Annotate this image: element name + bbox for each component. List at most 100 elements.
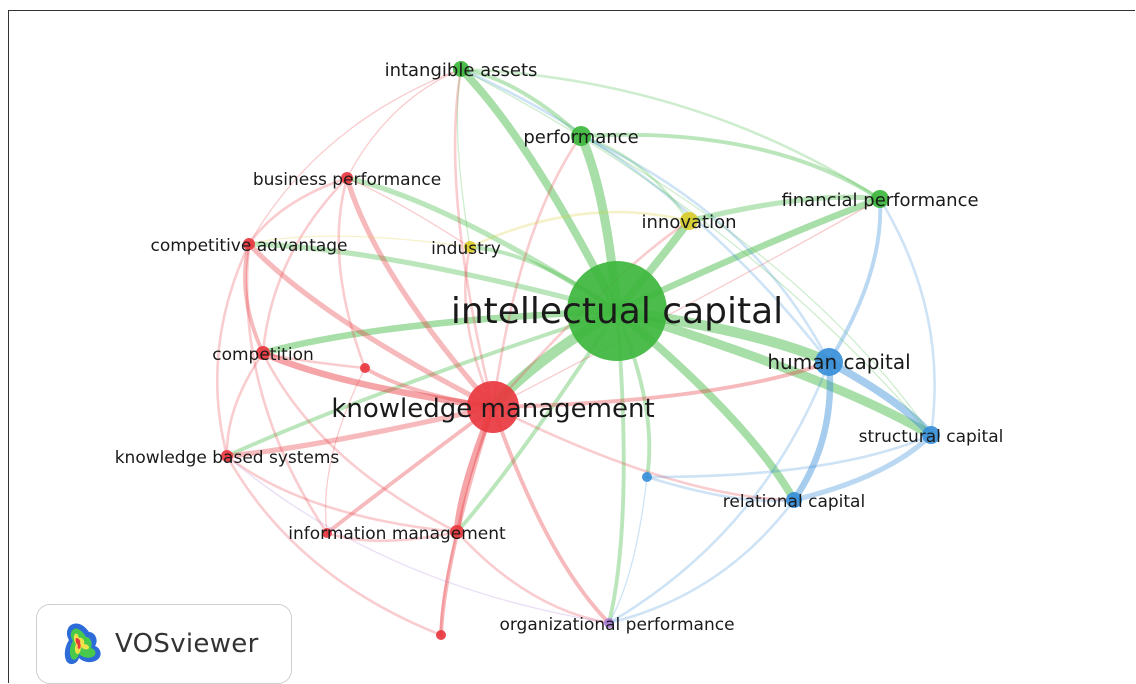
link-b1-op <box>608 476 648 624</box>
link-km-bp <box>344 175 496 410</box>
node-op[interactable] <box>604 618 614 628</box>
link-r1-r2 <box>324 367 366 534</box>
link-im-r3 <box>439 530 459 637</box>
link-km-op <box>491 405 611 625</box>
node-ind[interactable] <box>464 241 476 253</box>
link-bp-ca <box>247 176 349 246</box>
link-ca-kbs <box>215 242 251 458</box>
node-inn[interactable] <box>680 212 698 230</box>
node-sc[interactable] <box>922 426 940 444</box>
link-ca-ia <box>248 68 462 245</box>
link-ca-r2 <box>245 242 329 535</box>
vosviewer-logo-icon <box>64 623 101 665</box>
link-im-op <box>455 530 611 625</box>
label-bp[interactable]: business performance <box>253 170 441 190</box>
link-rc-op <box>607 498 796 625</box>
visualization-frame: intellectual capital knowledge management… <box>8 10 1136 684</box>
label-hc[interactable]: human capital <box>767 350 910 374</box>
label-ic[interactable]: intellectual capital <box>451 291 783 332</box>
link-hc-fp <box>827 197 883 364</box>
link-comp-r1 <box>261 351 367 370</box>
link-ind-ca <box>248 235 471 248</box>
link-ic-kbs <box>225 309 619 458</box>
link-ia-ind <box>456 68 471 248</box>
label-layer: intellectual capital knowledge management… <box>115 60 1004 635</box>
link-ia-perf <box>459 67 583 138</box>
label-sc[interactable]: structural capital <box>859 427 1004 447</box>
link-hc-ia <box>459 67 831 364</box>
node-km[interactable] <box>467 381 519 433</box>
link-fp-inn <box>686 194 883 224</box>
link-kbs-im <box>225 454 459 534</box>
node-r2[interactable] <box>322 528 332 538</box>
link-perf-sc <box>580 135 932 436</box>
link-km-fp <box>492 198 881 408</box>
node-comp[interactable] <box>256 346 270 360</box>
label-fp[interactable]: financial performance <box>781 190 978 211</box>
link-km-hc <box>491 360 831 409</box>
link-hc-rc <box>790 358 834 504</box>
node-b1[interactable] <box>642 472 652 482</box>
label-comp[interactable]: competition <box>212 345 314 365</box>
link-inn-ind <box>468 210 691 249</box>
link-comp-im <box>261 351 459 534</box>
link-km-r2 <box>325 405 495 535</box>
link-km-perf <box>491 134 583 409</box>
label-op[interactable]: organizational performance <box>499 615 734 635</box>
node-rc[interactable] <box>786 492 802 508</box>
link-sc-b1 <box>645 433 933 479</box>
label-perf[interactable]: performance <box>523 127 638 148</box>
link-sc-fp <box>878 197 936 437</box>
link-ia-fp <box>459 67 882 201</box>
link-r2-im <box>325 530 459 543</box>
link-ic-comp <box>259 307 621 357</box>
link-comp-kbs <box>225 351 265 458</box>
link-op-kbs <box>226 455 610 624</box>
link-hc-sc <box>825 358 935 439</box>
link-km-rc <box>491 405 796 502</box>
link-ic-sc <box>612 306 936 440</box>
link-km-comp <box>259 349 497 411</box>
link-hc-perf <box>579 134 831 364</box>
link-kbs-r3 <box>225 454 443 637</box>
network-map[interactable]: intellectual capital knowledge management… <box>9 11 1136 684</box>
node-fp[interactable] <box>871 190 889 208</box>
label-km[interactable]: knowledge management <box>331 394 654 424</box>
link-ic-ca <box>246 241 620 314</box>
vosviewer-logo-text: VOSviewer <box>115 629 259 659</box>
vosviewer-logo: VOSviewer <box>36 604 292 684</box>
link-ic-op <box>607 309 626 625</box>
link-bp-r1 <box>337 176 367 370</box>
label-ia[interactable]: intangible assets <box>385 60 538 81</box>
label-ind[interactable]: industry <box>431 239 501 259</box>
link-bp-comp <box>261 176 349 355</box>
link-ia-sc <box>460 68 932 436</box>
node-perf[interactable] <box>571 126 591 146</box>
link-ic-bp <box>344 175 620 314</box>
node-r1[interactable] <box>360 363 370 373</box>
label-im[interactable]: information management <box>288 524 506 544</box>
node-bp[interactable] <box>341 172 353 184</box>
label-inn[interactable]: innovation <box>642 212 737 233</box>
node-kbs[interactable] <box>221 450 233 462</box>
link-km-kbs <box>224 404 496 459</box>
link-ca-comp <box>243 242 265 355</box>
node-hc[interactable] <box>815 348 843 376</box>
node-ca[interactable] <box>243 238 255 250</box>
link-rc-b1 <box>645 475 796 503</box>
label-rc[interactable]: relational capital <box>723 492 865 512</box>
node-im[interactable] <box>450 525 464 539</box>
node-r3[interactable] <box>436 630 446 640</box>
node-ic[interactable] <box>567 261 667 361</box>
node-ia[interactable] <box>453 61 469 77</box>
link-sc-rc <box>791 432 934 503</box>
link-km-ca <box>246 241 496 410</box>
link-bp-ind <box>346 177 471 248</box>
link-perf-fp <box>579 132 882 201</box>
link-km-ia <box>453 67 495 409</box>
label-kbs[interactable]: knowledge based systems <box>115 448 340 468</box>
node-layer <box>221 61 940 640</box>
link-bp-ia <box>346 68 462 179</box>
label-ca[interactable]: competitive advantage <box>150 236 347 256</box>
link-perf-inn <box>579 134 691 223</box>
